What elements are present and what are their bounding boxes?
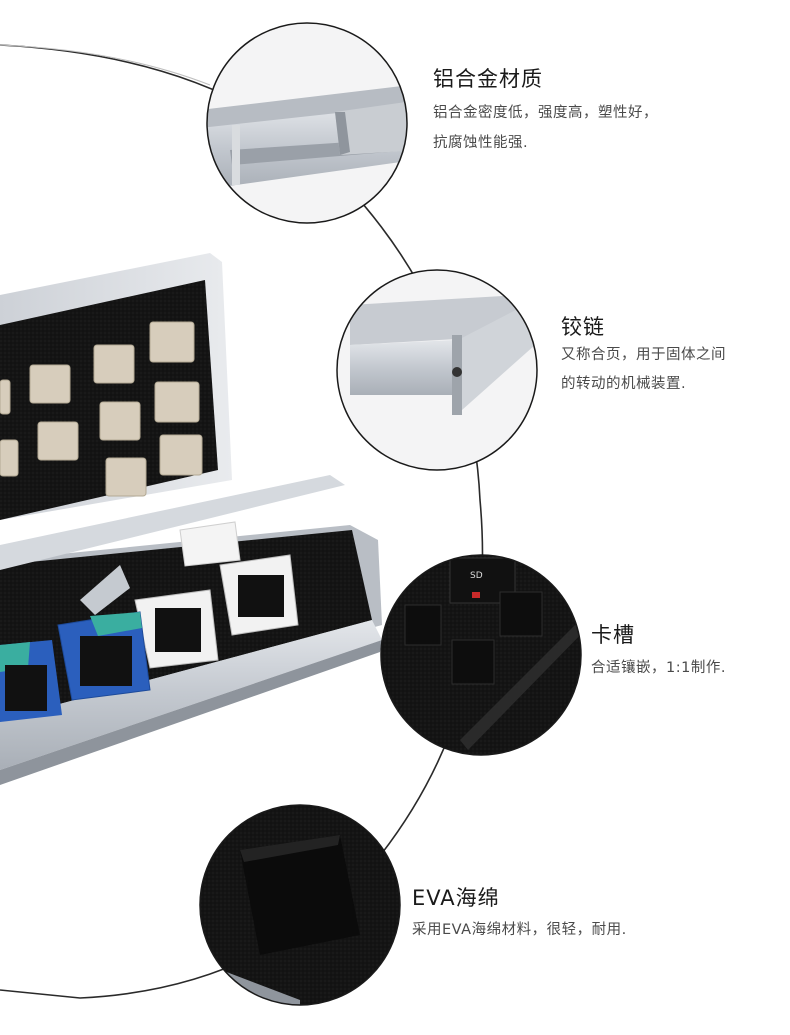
feature-title-card-slot: 卡槽 (591, 623, 635, 647)
feature-title-aluminum: 铝合金材质 (433, 67, 543, 91)
feature-desc-hinge-1: 又称合页，用于固体之间 (561, 347, 726, 363)
feature-desc-eva-foam-1: 采用EVA海绵材料，很轻，耐用. (412, 922, 627, 938)
feature-desc-hinge-2: 的转动的机械装置. (561, 376, 687, 392)
eva-foam-circle (199, 804, 401, 1006)
aluminum-corner-detail-icon (207, 23, 407, 223)
card-case-product-icon (0, 253, 382, 785)
hinge-circle (336, 269, 538, 471)
aluminum-corner-circle (206, 22, 408, 224)
sim-adapters-lower (0, 521, 299, 722)
card-slot-detail-icon: SD (381, 555, 581, 755)
feature-desc-card-slot-1: 合适镶嵌，1:1制作. (591, 660, 726, 676)
sim-cards-upper (0, 321, 203, 497)
feature-title-eva-foam: EVA海绵 (412, 886, 500, 910)
hinge-detail-icon (337, 270, 537, 470)
eva-foam-detail-icon (200, 805, 400, 1005)
svg-text:SD: SD (470, 571, 483, 581)
feature-desc-aluminum-1: 铝合金密度低，强度高，塑性好， (433, 105, 658, 121)
feature-title-hinge: 铰链 (561, 315, 605, 339)
feature-desc-aluminum-2: 抗腐蚀性能强. (433, 135, 529, 151)
connector-arc-top (0, 44, 211, 86)
card-slot-circle (380, 554, 582, 756)
